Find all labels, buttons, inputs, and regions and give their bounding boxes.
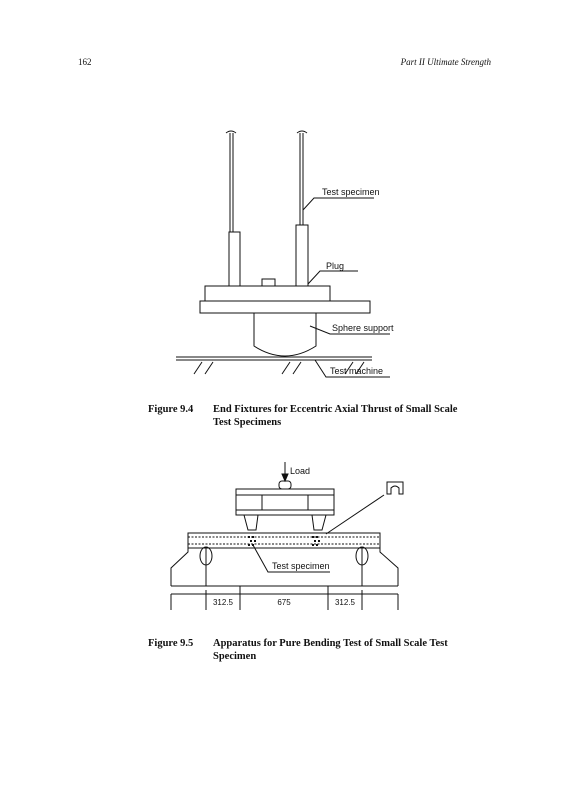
- test-specimen-leader: [302, 197, 374, 211]
- right-support: [355, 546, 369, 586]
- section-profile-icon: [386, 481, 404, 495]
- figure-9-4-number: Figure 9.4: [148, 404, 194, 415]
- dimension-right: 312.5: [335, 598, 356, 607]
- loading-beam: [235, 488, 335, 516]
- dimension-left: 312.5: [213, 598, 234, 607]
- label-test-machine: Test machine: [330, 366, 383, 376]
- base-right-flank: [379, 548, 399, 586]
- part-title: Part II Ultimate Strength: [400, 57, 491, 67]
- label-plug: Plug: [326, 261, 344, 271]
- load-arrow: [281, 462, 289, 483]
- label-fig95-test-specimen: Test specimen: [272, 561, 330, 571]
- left-loading-leg: [243, 514, 259, 531]
- right-loading-leg: [311, 514, 327, 531]
- plug-leader: [307, 270, 358, 285]
- figure-9-5-number: Figure 9.5: [148, 638, 194, 649]
- sphere-support: [253, 313, 317, 357]
- test-machine-leader: [314, 359, 390, 378]
- page-number: 162: [78, 57, 92, 67]
- left-specimen-rod: [225, 130, 237, 232]
- running-head: 162 Part II Ultimate Strength: [78, 57, 491, 71]
- ground-hatching: [193, 361, 365, 375]
- wide-plate: [199, 300, 371, 314]
- dimension-middle: 675: [277, 598, 291, 607]
- figure-9-4-caption-text: End Fixtures for Eccentric Axial Thrust …: [213, 404, 458, 428]
- label-load: Load: [290, 466, 310, 476]
- left-support: [199, 546, 213, 586]
- rivet-dots: [248, 536, 320, 546]
- label-test-specimen: Test specimen: [322, 187, 380, 197]
- base-left-flank: [170, 548, 189, 586]
- specimen-beam: [187, 532, 381, 549]
- figure-9-5-caption-text: Apparatus for Pure Bending Test of Small…: [213, 638, 448, 662]
- fig95-test-specimen-leader: [252, 544, 330, 573]
- sphere-support-leader: [309, 325, 390, 335]
- section-leader: [325, 494, 385, 535]
- label-sphere-support: Sphere support: [332, 323, 394, 333]
